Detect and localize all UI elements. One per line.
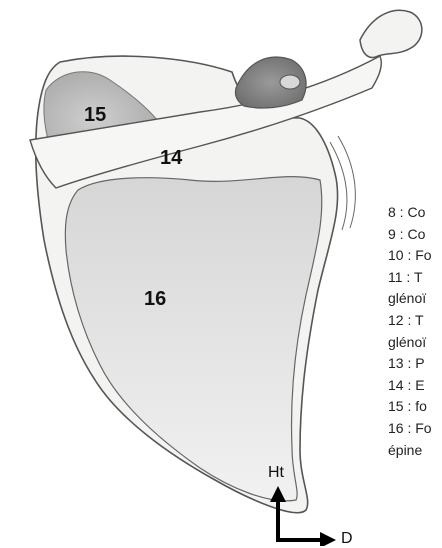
up-direction-label: Ht xyxy=(268,464,284,482)
right-direction-label: D xyxy=(341,530,353,548)
legend-item: 14 : E xyxy=(388,375,442,397)
label-14: 14 xyxy=(160,147,182,170)
legend-item: 15 : fo xyxy=(388,396,442,418)
legend-item: 13 : P xyxy=(388,353,442,375)
right-arrow-head xyxy=(320,532,336,546)
label-15: 15 xyxy=(84,104,106,127)
legend-item: épine xyxy=(388,440,442,462)
acromion xyxy=(360,10,422,57)
infraspinous-rim xyxy=(65,177,321,501)
legend-item: 9 : Co xyxy=(388,224,442,246)
legend-item: glénoï xyxy=(388,288,442,310)
legend-item: glénoï xyxy=(388,332,442,354)
label-16: 16 xyxy=(144,288,166,311)
lateral-border-line-2 xyxy=(338,136,355,228)
coracoid-tip xyxy=(280,75,300,89)
legend-item: 10 : Fo xyxy=(388,245,442,267)
legend-item: 16 : Fo xyxy=(388,418,442,440)
legend-item: 8 : Co xyxy=(388,202,442,224)
legend-item: 11 : T xyxy=(388,267,442,289)
legend: 8 : Co 9 : Co 10 : Fo 11 : T glénoï 12 :… xyxy=(388,202,442,461)
legend-item: 12 : T xyxy=(388,310,442,332)
